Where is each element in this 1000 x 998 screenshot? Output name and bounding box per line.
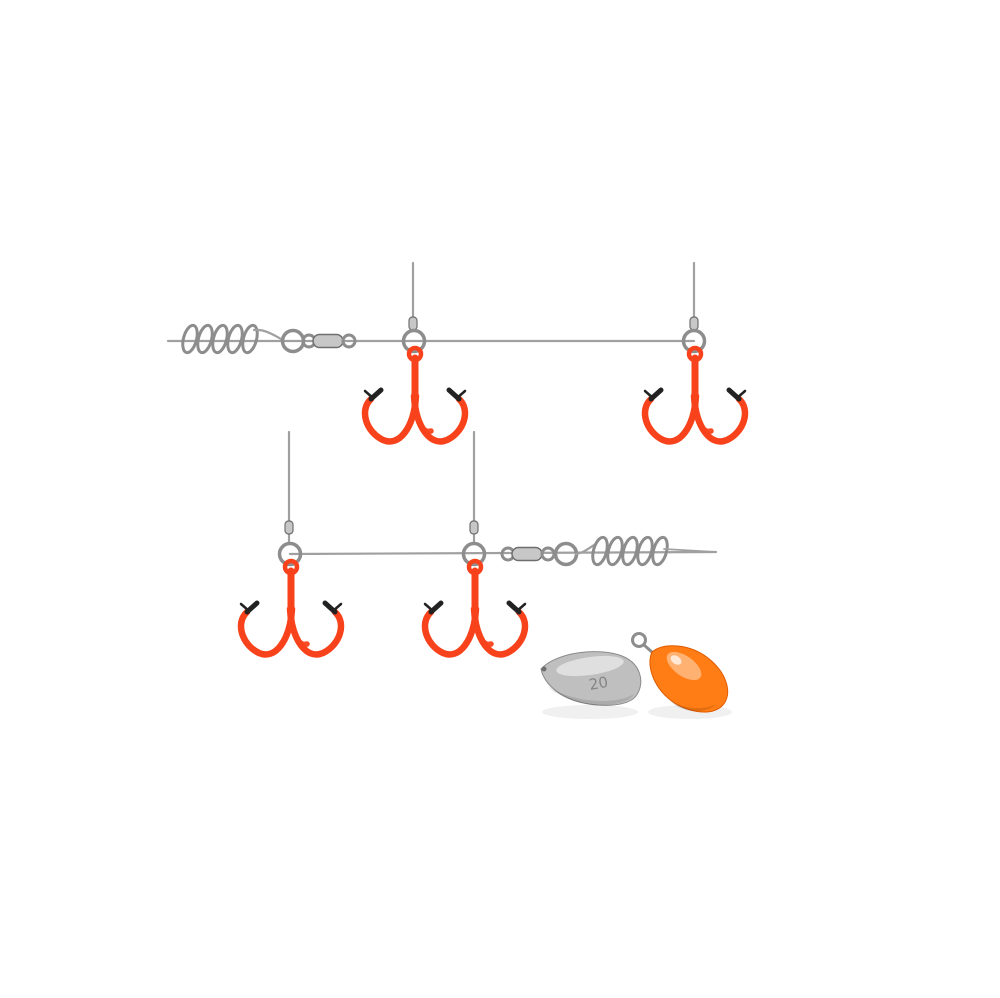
weight-swivel-ring xyxy=(631,632,647,648)
split-ring xyxy=(461,541,487,567)
crimp-sleeve xyxy=(689,316,699,331)
split-ring xyxy=(681,328,707,354)
barrel-swivel xyxy=(500,546,556,562)
split-ring xyxy=(401,328,427,354)
top-stinger-rig xyxy=(166,261,745,441)
crimp-sleeve xyxy=(408,316,418,331)
split-ring xyxy=(553,541,579,567)
weight-highlight xyxy=(670,655,682,665)
stinger-junction xyxy=(241,430,341,654)
treble-hook xyxy=(365,348,465,441)
weight-shadow xyxy=(542,705,638,719)
split-ring xyxy=(277,541,303,567)
crimp-sleeve xyxy=(284,520,294,535)
weight-swivel-link xyxy=(642,643,655,655)
teardrop-weight-orange xyxy=(631,632,729,713)
treble-hook xyxy=(425,561,525,654)
stinger-junction xyxy=(365,261,465,441)
corkscrew-bait-screw xyxy=(574,535,717,567)
stinger-junction xyxy=(425,430,525,654)
weight-shade xyxy=(548,686,634,706)
bottom-stinger-rig xyxy=(241,430,718,654)
treble-hook xyxy=(241,561,341,654)
weight-highlight xyxy=(556,655,624,677)
weight-eye-hole xyxy=(541,666,547,672)
stinger-junction xyxy=(645,261,745,441)
crimp-sleeve xyxy=(469,520,479,535)
weights: 20 xyxy=(540,632,732,719)
weight-size-stamp: 20 xyxy=(588,673,610,694)
corkscrew-bait-screw xyxy=(181,323,285,355)
teardrop-weight-silver: 20 xyxy=(540,651,642,706)
treble-hook xyxy=(645,348,745,441)
weight-shade xyxy=(664,696,716,712)
barrel-swivel xyxy=(301,333,357,349)
